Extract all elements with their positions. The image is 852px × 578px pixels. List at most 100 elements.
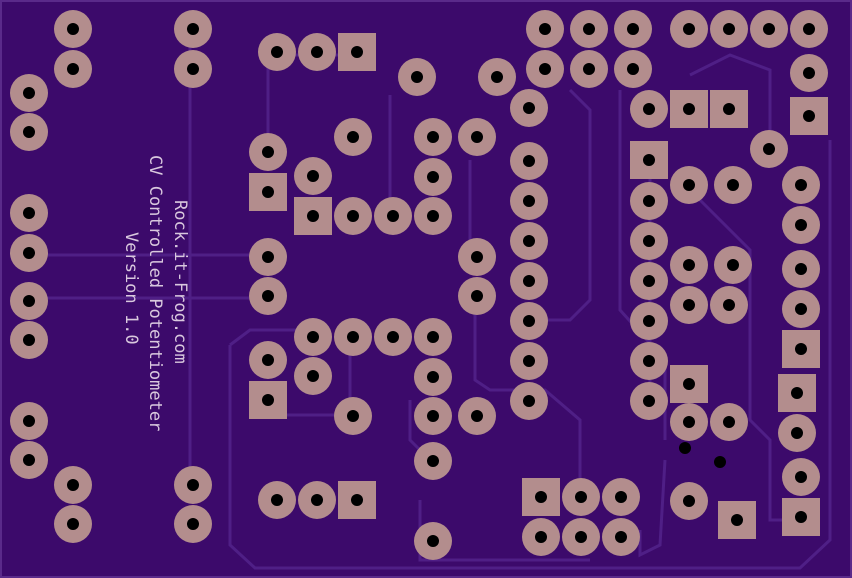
pad-drill-hole bbox=[262, 290, 274, 302]
pad-drill-hole bbox=[351, 494, 363, 506]
pad-drill-hole bbox=[643, 275, 655, 287]
pad-drill-hole bbox=[523, 102, 535, 114]
pad-drill-hole bbox=[683, 378, 695, 390]
pad-drill-hole bbox=[262, 251, 274, 263]
pad-drill-hole bbox=[471, 410, 483, 422]
pad-drill-hole bbox=[23, 334, 35, 346]
pad-drill-hole bbox=[627, 63, 639, 75]
pad-drill-hole bbox=[307, 170, 319, 182]
pad-drill-hole bbox=[795, 343, 807, 355]
pad-drill-hole bbox=[803, 67, 815, 79]
pad-drill-hole bbox=[683, 179, 695, 191]
pad-drill-hole bbox=[23, 454, 35, 466]
pad-drill-hole bbox=[803, 23, 815, 35]
pad-drill-hole bbox=[731, 514, 743, 526]
pad-drill-hole bbox=[307, 210, 319, 222]
pad-drill-hole bbox=[643, 154, 655, 166]
pad-drill-hole bbox=[471, 131, 483, 143]
pad-drill-hole bbox=[347, 331, 359, 343]
pad-drill-hole bbox=[427, 410, 439, 422]
pad-drill-hole bbox=[347, 410, 359, 422]
pad-drill-hole bbox=[271, 46, 283, 58]
pad-drill-hole bbox=[307, 370, 319, 382]
component-pads bbox=[10, 10, 828, 560]
pad-drill-hole bbox=[427, 210, 439, 222]
pad-drill-hole bbox=[795, 263, 807, 275]
pad-drill-hole bbox=[523, 395, 535, 407]
pad-drill-hole bbox=[427, 331, 439, 343]
pad-drill-hole bbox=[427, 535, 439, 547]
pad-drill-hole bbox=[575, 491, 587, 503]
pad-drill-hole bbox=[187, 479, 199, 491]
pad-drill-hole bbox=[262, 354, 274, 366]
pad-drill-hole bbox=[727, 259, 739, 271]
pad-drill-hole bbox=[683, 416, 695, 428]
pad-drill-hole bbox=[471, 290, 483, 302]
pad-drill-hole bbox=[795, 219, 807, 231]
pad-drill-hole bbox=[387, 210, 399, 222]
pad-drill-hole bbox=[23, 415, 35, 427]
pad-drill-hole bbox=[643, 103, 655, 115]
pad-drill-hole bbox=[615, 491, 627, 503]
silkscreen-text: Rock.it-Frog.com CV Controlled Potentiom… bbox=[121, 155, 190, 431]
pad-drill-hole bbox=[683, 23, 695, 35]
pad-drill-hole bbox=[539, 23, 551, 35]
pad-drill-hole bbox=[427, 131, 439, 143]
pad-drill-hole bbox=[643, 355, 655, 367]
pad-drill-hole bbox=[795, 471, 807, 483]
pad-drill-hole bbox=[347, 131, 359, 143]
pad-drill-hole bbox=[643, 315, 655, 327]
pad-drill-hole bbox=[187, 63, 199, 75]
pad-drill-hole bbox=[575, 531, 587, 543]
pad-drill-hole bbox=[643, 235, 655, 247]
pad-drill-hole bbox=[763, 23, 775, 35]
pad-drill-hole bbox=[723, 103, 735, 115]
silkscreen-title: CV Controlled Potentiometer bbox=[145, 155, 165, 431]
pad-drill-hole bbox=[187, 518, 199, 530]
silkscreen-company: Rock.it-Frog.com bbox=[170, 200, 190, 364]
pad-drill-hole bbox=[67, 518, 79, 530]
pad-drill-hole bbox=[271, 494, 283, 506]
pad-drill-hole bbox=[427, 455, 439, 467]
pad-drill-hole bbox=[643, 395, 655, 407]
pad-drill-hole bbox=[795, 179, 807, 191]
pad-drill-hole bbox=[347, 210, 359, 222]
pad-drill-hole bbox=[411, 71, 423, 83]
pad-drill-hole bbox=[523, 275, 535, 287]
pad-drill-hole bbox=[763, 143, 775, 155]
pad-drill-hole bbox=[583, 63, 595, 75]
pad-drill-hole bbox=[535, 531, 547, 543]
silkscreen-version: Version 1.0 bbox=[121, 232, 141, 345]
pad-drill-hole bbox=[523, 155, 535, 167]
pad-drill-hole bbox=[491, 71, 503, 83]
pad-drill-hole bbox=[23, 247, 35, 259]
pad-drill-hole bbox=[67, 479, 79, 491]
pad-drill-hole bbox=[795, 511, 807, 523]
pad-drill-hole bbox=[523, 235, 535, 247]
pad-drill-hole bbox=[791, 427, 803, 439]
pad-drill-hole bbox=[262, 186, 274, 198]
pad-drill-hole bbox=[683, 495, 695, 507]
pad-drill-hole bbox=[723, 299, 735, 311]
pad-drill-hole bbox=[803, 110, 815, 122]
pad-drill-hole bbox=[351, 46, 363, 58]
pad-drill-hole bbox=[723, 23, 735, 35]
pad-drill-hole bbox=[795, 303, 807, 315]
via-hole bbox=[714, 456, 726, 468]
pad-drill-hole bbox=[791, 387, 803, 399]
pad-drill-hole bbox=[262, 394, 274, 406]
pad-drill-hole bbox=[539, 63, 551, 75]
pad-drill-hole bbox=[23, 87, 35, 99]
pad-drill-hole bbox=[583, 23, 595, 35]
pad-drill-hole bbox=[427, 171, 439, 183]
pad-drill-hole bbox=[727, 179, 739, 191]
pad-drill-hole bbox=[615, 531, 627, 543]
pad-drill-hole bbox=[427, 371, 439, 383]
pad-drill-hole bbox=[683, 103, 695, 115]
pad-drill-hole bbox=[311, 46, 323, 58]
pad-drill-hole bbox=[535, 491, 547, 503]
pad-drill-hole bbox=[523, 355, 535, 367]
pad-drill-hole bbox=[23, 126, 35, 138]
